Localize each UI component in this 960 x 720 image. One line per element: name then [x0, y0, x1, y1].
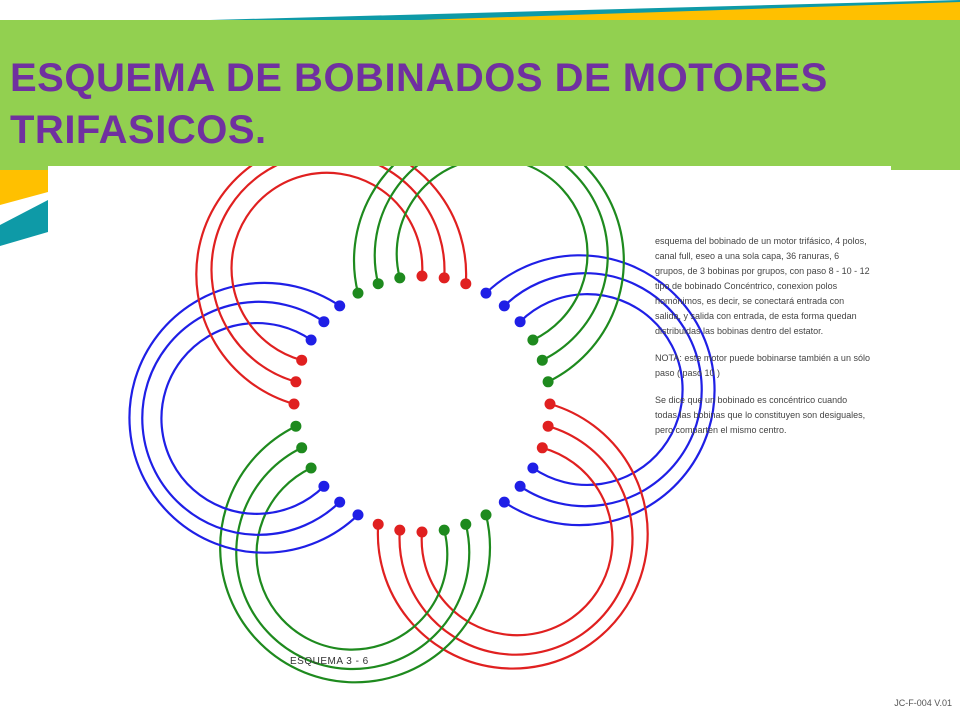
slot-dot	[542, 376, 554, 388]
description-paragraph-1: esquema del bobinado de un motor trifási…	[655, 236, 870, 336]
slot-dot	[296, 354, 308, 366]
coil-arc	[235, 446, 471, 671]
coil-arc	[230, 171, 424, 362]
coil-arc	[395, 166, 589, 341]
coil-arc	[195, 166, 468, 406]
slot-dot	[480, 509, 492, 521]
coil-arc	[255, 467, 449, 651]
coil-arc	[141, 300, 341, 536]
slot-dot	[290, 376, 302, 388]
diagram-caption: ESQUEMA 3 - 6	[290, 656, 369, 667]
slot-dot	[438, 524, 450, 536]
slot-dot	[372, 518, 384, 530]
slot-dot	[460, 518, 472, 530]
slot-dot	[288, 398, 300, 410]
winding-diagram	[128, 166, 716, 684]
slot-dot	[334, 300, 346, 312]
slot-dots	[288, 270, 556, 538]
slot-dot	[514, 480, 526, 492]
slot-dot	[318, 316, 330, 328]
slot-dot	[290, 420, 302, 432]
coil-arc	[376, 402, 649, 670]
slot-dot	[318, 480, 330, 492]
coil-arc	[373, 166, 609, 362]
yellow-left-band	[0, 170, 48, 205]
coil-arc	[128, 281, 359, 554]
slot-dot	[527, 462, 539, 474]
slot-dot	[305, 334, 317, 346]
coil-arc	[485, 254, 716, 527]
coil-arc	[219, 425, 492, 684]
slide-title: ESQUEMA DE BOBINADOS DE MOTORES TRIFASIC…	[10, 56, 828, 152]
slot-dot	[536, 354, 548, 366]
teal-left-band	[0, 200, 48, 246]
slot-dot	[514, 316, 526, 328]
description-paragraph-2: NOTA: este motor puede bobinarse también…	[655, 353, 870, 378]
slot-dot	[498, 300, 510, 312]
coil-arc	[398, 425, 634, 656]
slot-dot	[416, 526, 428, 538]
slot-dot	[416, 270, 428, 282]
slot-dot	[334, 496, 346, 508]
slot-dot	[372, 278, 384, 290]
coil-arc	[210, 166, 446, 383]
slot-dot	[544, 398, 556, 410]
coil-arcs	[128, 166, 716, 684]
yellow-top-stripe	[420, 2, 960, 20]
coil-arc	[160, 321, 325, 515]
slot-dot	[352, 509, 364, 521]
slot-dot	[542, 420, 554, 432]
document-code: JC-F-004 V.01	[894, 698, 952, 708]
description-paragraph-3: Se dice que un bobinado es concéntrico c…	[655, 395, 866, 435]
coil-arc	[503, 272, 703, 508]
slot-dot	[305, 462, 317, 474]
slot-dot	[536, 442, 548, 454]
slot-dot	[352, 287, 364, 299]
coil-arc	[420, 446, 614, 637]
title-bar	[0, 20, 960, 170]
slot-dot	[394, 272, 406, 284]
slot-dot	[438, 272, 450, 284]
diagram-description: esquema del bobinado de un motor trifási…	[655, 234, 870, 450]
slot-dot	[296, 442, 308, 454]
slot-dot	[460, 278, 472, 290]
slot-dot	[498, 496, 510, 508]
slot-dot	[394, 524, 406, 536]
winding-diagram-figure: esquema del bobinado de un motor trifási…	[48, 166, 891, 686]
coil-arc	[352, 166, 625, 383]
slot-dot	[480, 287, 492, 299]
slot-dot	[527, 334, 539, 346]
